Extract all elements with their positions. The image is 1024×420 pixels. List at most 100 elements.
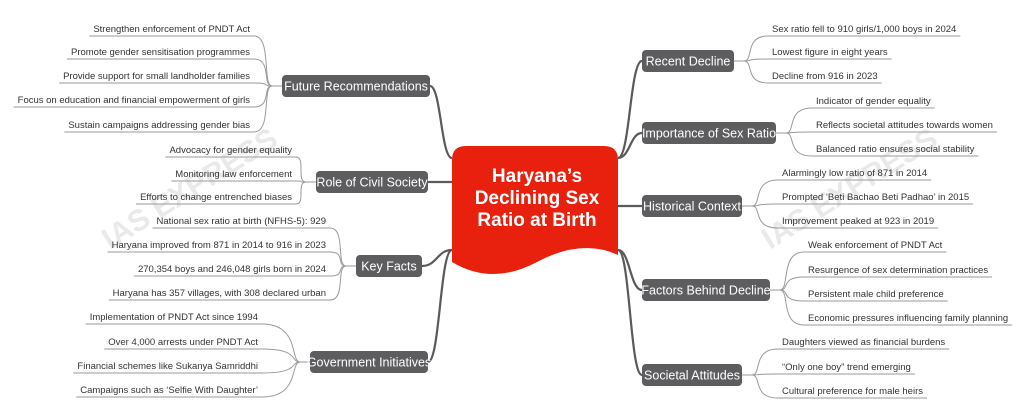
topic-label: Historical Context (643, 199, 741, 213)
leaf-text[interactable]: “Only one boy” trend emerging (782, 362, 911, 373)
leaf-text[interactable]: Weak enforcement of PNDT Act (808, 240, 943, 251)
leaf-text[interactable]: Reflects societal attitudes towards wome… (816, 120, 993, 131)
leaf-text[interactable]: Efforts to change entrenched biases (140, 192, 292, 203)
leaf-text[interactable]: Campaigns such as ‘Selfie With Daughter’ (80, 385, 258, 396)
connector-recent-decline (616, 59, 644, 160)
leaf-connector (261, 348, 310, 363)
topic-label: Role of Civil Society (316, 175, 428, 189)
leaf-text[interactable]: Provide support for small landholder fam… (63, 71, 250, 82)
topic-key-facts[interactable]: Key Facts (356, 255, 422, 277)
topic-label: Recent Decline (646, 54, 731, 68)
leaf-nodes: Sex ratio fell to 910 girls/1,000 boys i… (18, 24, 1009, 397)
leaf-text[interactable]: Decline from 916 in 2023 (772, 71, 878, 82)
leaf-connector (776, 107, 813, 134)
topic-box (642, 364, 742, 386)
connector-importance-of-sex-ratio (617, 131, 643, 160)
connector-lines (13, 35, 1013, 399)
central-title-line-3: Ratio at Birth (477, 210, 596, 231)
leaf-connector (742, 179, 779, 207)
topic-box (356, 255, 422, 277)
leaf-text[interactable]: Lowest figure in eight years (772, 47, 888, 58)
topic-box (642, 50, 734, 72)
leaf-text[interactable]: Cultural preference for male heirs (782, 386, 923, 397)
topic-box (642, 279, 770, 301)
leaf-connector (261, 361, 310, 398)
watermark-right: IAS EXPRESS (756, 122, 943, 256)
leaf-text[interactable]: Monitoring law enforcement (175, 169, 292, 180)
leaf-text[interactable]: National sex ratio at birth (NFHS-5): 92… (157, 216, 326, 227)
leaf-text[interactable]: Advocacy for gender equality (169, 145, 292, 156)
topic-importance-of-sex-ratio[interactable]: Importance of Sex Ratio (642, 122, 776, 144)
leaf-connector (253, 85, 282, 133)
leaf-connector (295, 156, 316, 183)
leaf-connector (253, 85, 282, 108)
topic-label: Key Facts (361, 259, 417, 273)
central-topic[interactable]: Haryana’s Declining Sex Ratio at Birth (452, 146, 618, 274)
leaf-text[interactable]: Persistent male child preference (808, 289, 944, 300)
topic-box (642, 122, 776, 144)
topic-government-initiatives[interactable]: Government Initiatives (307, 351, 431, 373)
topic-box (282, 75, 430, 97)
leaf-connector (295, 181, 316, 205)
topic-box (316, 171, 428, 193)
leaf-connector (329, 265, 356, 301)
topic-societal-attitudes[interactable]: Societal Attitudes (642, 364, 742, 386)
leaf-text[interactable]: Improvement peaked at 923 in 2019 (782, 216, 934, 227)
leaf-text[interactable]: Balanced ratio ensures social stability (816, 144, 975, 155)
connector-key-facts (421, 248, 453, 268)
topic-role-of-civil-society[interactable]: Role of Civil Society (316, 171, 428, 193)
leaf-text[interactable]: Daughters viewed as financial burdens (782, 337, 945, 348)
leaf-text[interactable]: Sex ratio fell to 910 girls/1,000 boys i… (772, 24, 956, 35)
leaf-text[interactable]: Haryana improved from 871 in 2014 to 916… (112, 240, 326, 251)
leaf-text[interactable]: Over 4,000 arrests under PNDT Act (108, 337, 258, 348)
leaf-text[interactable]: Strengthen enforcement of PNDT Act (93, 24, 250, 35)
central-title-line-1: Haryana’s (492, 166, 582, 187)
leaf-connector (734, 35, 769, 62)
leaf-connector (770, 251, 805, 291)
leaf-text[interactable]: Sustain campaigns addressing gender bias (68, 120, 250, 131)
topic-historical-context[interactable]: Historical Context (642, 195, 742, 217)
leaf-connector (734, 60, 769, 84)
topic-box (310, 351, 428, 373)
topic-label: Factors Behind Decline (641, 283, 770, 297)
topic-label: Future Recommendations (284, 79, 428, 93)
leaf-text[interactable]: Focus on education and financial empower… (18, 95, 251, 106)
leaf-connector (742, 205, 779, 229)
leaf-text[interactable]: Prompted ‘Beti Bachao Beti Padhao’ in 20… (782, 192, 969, 203)
central-topic-shape (452, 146, 618, 274)
leaf-connector (770, 289, 805, 302)
leaf-connector (742, 348, 779, 376)
watermark-left: IAS EXPRESS (96, 122, 283, 256)
leaf-connector (770, 276, 805, 291)
connector-government-initiatives (426, 248, 454, 364)
leaf-connector (329, 227, 356, 267)
leaf-connector (261, 361, 310, 374)
connector-future-recommendations (429, 84, 453, 160)
leaf-connector (253, 35, 282, 87)
topic-label: Government Initiatives (307, 355, 431, 369)
topic-box (642, 195, 742, 217)
topic-recent-decline[interactable]: Recent Decline (642, 50, 734, 72)
leaf-text[interactable]: Financial schemes like Sukanya Samriddhi (77, 361, 258, 372)
central-title-line-2: Declining Sex (475, 188, 600, 209)
leaf-text[interactable]: Implementation of PNDT Act since 1994 (90, 312, 258, 323)
leaf-text[interactable]: Resurgence of sex determination practice… (808, 265, 988, 276)
leaf-text[interactable]: Promote gender sensitisation programmes (71, 47, 250, 58)
leaf-connector (742, 374, 779, 399)
leaf-connector (261, 323, 310, 363)
leaf-connector (253, 58, 282, 87)
leaf-text[interactable]: Indicator of gender equality (816, 96, 931, 107)
topic-label: Importance of Sex Ratio (642, 126, 776, 140)
leaf-connector (770, 289, 805, 326)
leaf-text[interactable]: Alarmingly low ratio of 871 in 2014 (782, 168, 927, 179)
topic-future-recommendations[interactable]: Future Recommendations (282, 75, 430, 97)
leaf-text[interactable]: Economic pressures influencing family pl… (808, 313, 1008, 324)
leaf-connector (776, 132, 813, 157)
connector-societal-attitudes (616, 248, 644, 377)
leaf-text[interactable]: Haryana has 357 villages, with 308 decla… (113, 288, 326, 299)
topic-factors-behind-decline[interactable]: Factors Behind Decline (641, 279, 771, 301)
leaf-text[interactable]: 270,354 boys and 246,048 girls born in 2… (138, 264, 326, 275)
